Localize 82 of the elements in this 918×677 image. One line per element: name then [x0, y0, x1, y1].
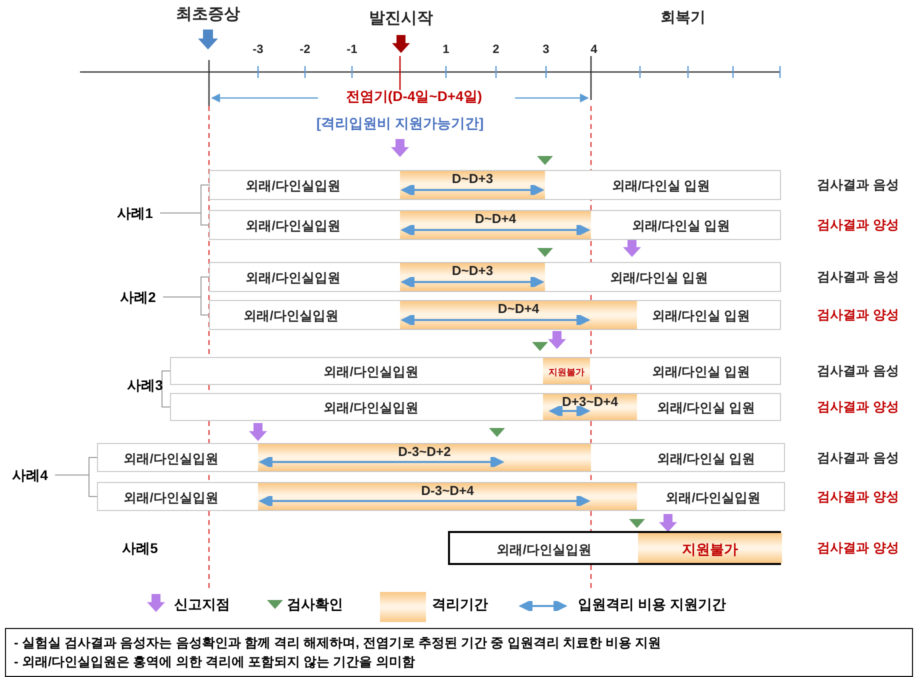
bracket-line — [160, 212, 210, 226]
timeline-label: 최초증상 — [176, 5, 240, 25]
row-text: 외래/다인실입원 — [246, 269, 340, 287]
range-label: D-3~D+2 — [398, 444, 451, 459]
result-label: 검사결과 양성 — [817, 306, 899, 324]
row-text: 외래/다인실입원 — [246, 177, 340, 195]
isolation-band — [543, 358, 590, 384]
case-label: 사례4 — [5, 465, 55, 485]
tick-label: -1 — [346, 42, 358, 56]
timeline-row — [209, 170, 781, 200]
legend-label: 격리기간 — [432, 596, 488, 614]
tick-label: 2 — [492, 42, 500, 56]
row-text: 외래/다인실입원 — [246, 217, 340, 235]
note-text: - 실험실 검사결과 음성자는 음성확인과 함께 격리 해제하며, 전염기로 추정된 기간 중 입원격리 치료한 비용 지원 — [14, 634, 662, 652]
result-label: 검사결과 양성 — [817, 488, 899, 506]
result-label: 검사결과 양성 — [817, 398, 899, 416]
isolation-band — [400, 263, 545, 291]
row-text: 외래/다인실 입원 — [656, 450, 756, 468]
row-text: 외래/다인실 입원 — [612, 177, 710, 195]
row-text: 외래/다인실입원 — [124, 450, 218, 468]
timeline-row — [209, 210, 781, 240]
tick-label: -2 — [300, 42, 310, 56]
timeline-label: 발진시작 — [369, 9, 433, 29]
isolation-band — [400, 171, 545, 199]
range-label: D~D+4 — [474, 211, 516, 226]
range-label: D~D+3 — [452, 171, 494, 186]
case-label: 사례1 — [110, 203, 160, 223]
result-label: 검사결과 음성 — [817, 448, 899, 466]
timeline-row — [209, 300, 781, 330]
row-text: 외래/다인실입원 — [324, 363, 418, 381]
row-text: 외래/다인실입원 — [496, 541, 592, 559]
status-text: 지원불가 — [548, 366, 584, 379]
isolation-band — [258, 444, 591, 471]
tick-label: 4 — [590, 42, 598, 56]
row-text: 외래/다인실입원 — [324, 399, 418, 417]
row-text: 외래/다인실입원 — [666, 488, 760, 506]
legend-label: 검사확인 — [287, 596, 343, 614]
range-label: D~D+4 — [498, 301, 540, 316]
result-label: 검사결과 양성 — [817, 539, 899, 557]
case-label: 사례2 — [113, 287, 163, 307]
result-label: 검사결과 양성 — [817, 216, 899, 234]
timeline-row — [209, 262, 781, 292]
timeline-row — [170, 393, 781, 421]
row-text: 외래/다인실 입원 — [652, 307, 750, 325]
timeline-row — [97, 482, 785, 511]
tick-label: -3 — [252, 42, 264, 56]
isolation-band — [543, 394, 637, 420]
timeline-label: 회복기 — [660, 8, 706, 27]
isolation-band — [258, 483, 637, 510]
row-text: 외래/다인실 입원 — [610, 269, 708, 287]
result-label: 검사결과 음성 — [817, 176, 899, 194]
note-text: - 외래/다인실입원은 홍역에 의한 격리에 포함되지 않는 기간을 의미함 — [14, 653, 415, 671]
row-text: 외래/다인실 입원 — [652, 363, 750, 381]
timeline-row — [448, 531, 781, 565]
range-label: D-3~D+4 — [421, 483, 474, 498]
legend-label: 신고지점 — [174, 596, 230, 614]
status-text: 지원불가 — [682, 540, 738, 559]
bracket-line — [162, 296, 210, 316]
period-label: 전염기(D-4일~D+4일) — [346, 88, 482, 106]
row-text: 외래/다인실입원 — [244, 307, 338, 325]
note-box — [5, 628, 913, 677]
case-label: 사례3 — [120, 375, 170, 395]
result-label: 검사결과 음성 — [817, 362, 899, 380]
bracket-line — [54, 474, 98, 497]
isolation-band — [400, 301, 637, 329]
period-label: [격리입원비 지원가능기간] — [316, 115, 484, 133]
case-label: 사례5 — [115, 538, 165, 558]
timeline-row — [97, 443, 785, 472]
range-label: D+3~D+4 — [562, 394, 618, 409]
bracket-line — [162, 384, 170, 408]
row-text: 외래/다인실 입원 — [656, 399, 756, 417]
legend-label: 입원격리 비용 지원기간 — [578, 596, 726, 614]
result-label: 검사결과 음성 — [817, 268, 899, 286]
timeline-row — [170, 357, 781, 385]
range-label: D~D+3 — [452, 263, 494, 278]
isolation-band — [638, 533, 782, 563]
row-text: 외래/다인실 입원 — [632, 217, 730, 235]
bracket-line — [162, 370, 170, 386]
tick-label: 3 — [542, 42, 550, 56]
tick-label: 1 — [442, 42, 450, 56]
isolation-band — [400, 211, 591, 239]
row-text: 외래/다인실입원 — [124, 488, 218, 506]
